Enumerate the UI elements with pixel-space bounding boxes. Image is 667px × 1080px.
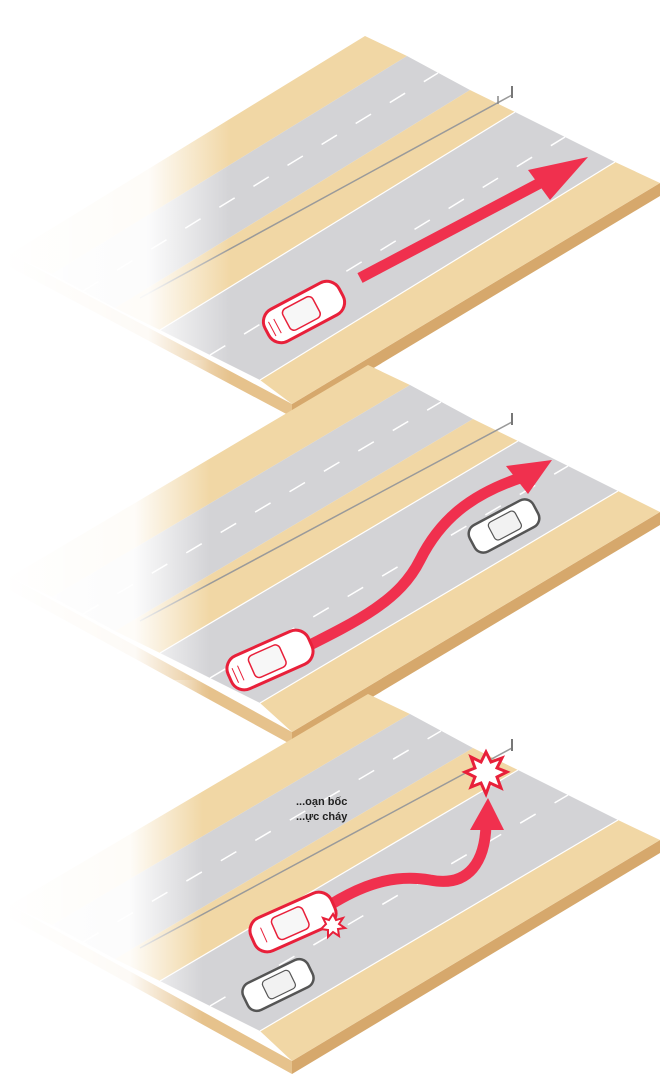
shoulder-right [260,820,660,1061]
arrow-icon [528,157,588,200]
slab-side [292,840,660,1074]
path-arrow [294,472,526,656]
scene-1-straight [0,20,660,420]
slab-side [292,512,660,745]
burn-label-line2: ...ực cháy [296,811,348,823]
car-icon [467,498,541,554]
edge-line [259,490,619,704]
slab-side [292,183,660,417]
lane-marking [209,136,566,356]
shoulder-right [260,491,660,732]
path-arrow [357,178,543,283]
fade-overlay [0,360,300,740]
fade-overlay [0,680,290,1080]
explosion-icon [318,912,348,940]
burn-label: ...oạn bốc ...ực cháy [296,795,347,825]
arrow-icon [470,798,504,830]
burn-label-line1: ...oạn bốc [296,796,348,808]
path-arrow [324,819,492,911]
scene-3-collision [0,680,660,1080]
arrow-icon [506,460,552,494]
lane-marking [209,465,569,679]
explosion-icon [461,748,511,798]
edge-line [259,819,619,1032]
fade-overlay [0,20,330,420]
shoulder-right [260,162,660,404]
lane-marking [209,794,569,1007]
scene-2-swerve [0,360,660,745]
